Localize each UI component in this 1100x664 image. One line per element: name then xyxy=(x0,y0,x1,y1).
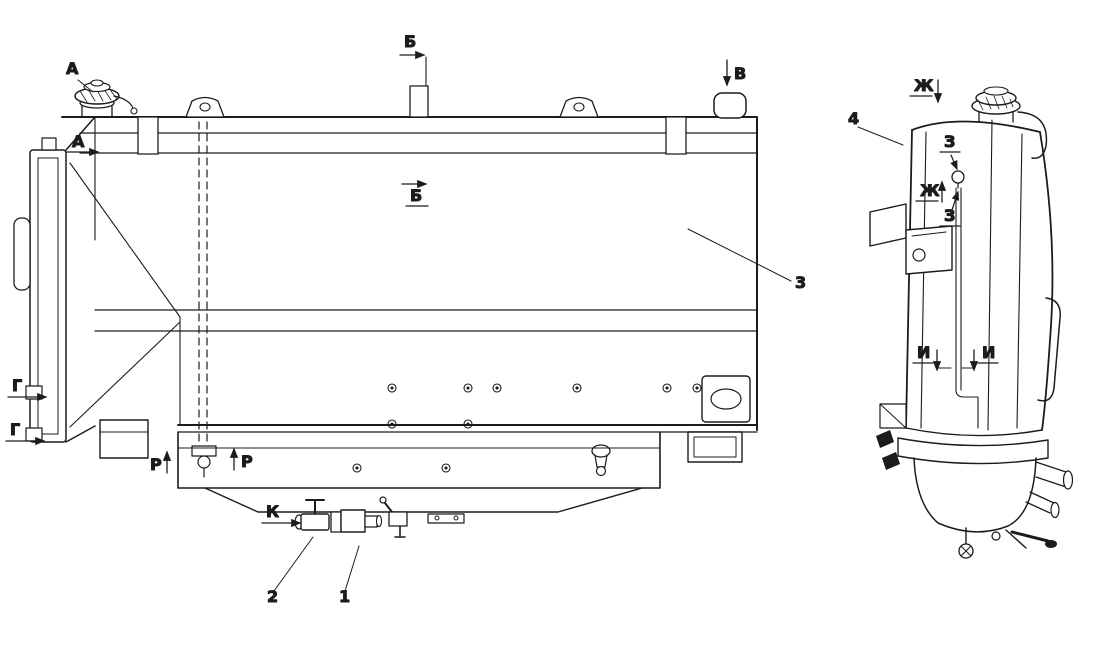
section-mark-g-lower: Г xyxy=(5,420,46,446)
filler-cap xyxy=(74,79,138,118)
section-mark-i-right: И xyxy=(961,343,999,372)
section-mark-zh-top: Ж xyxy=(909,76,943,104)
leader-part-2 xyxy=(273,536,314,592)
drain-valve-assembly xyxy=(204,487,643,538)
section-mark-a-side: А xyxy=(65,132,100,157)
section-label-g-lower: Г xyxy=(10,420,20,439)
section-label-z-upper: З xyxy=(944,132,955,151)
front-view-labels: А А Б Б В xyxy=(5,32,807,607)
underside-fasteners xyxy=(352,383,702,473)
section-mark-z-lower: З xyxy=(939,190,961,227)
side-brackets xyxy=(869,203,953,275)
section-label-a-top: А xyxy=(66,59,79,78)
tank-body-outline xyxy=(61,116,758,431)
part-number-2: 2 xyxy=(267,587,278,606)
side-view: Ж 4 З Ж З xyxy=(848,76,1074,559)
bottom-rail xyxy=(99,419,758,489)
section-mark-zh-mid: Ж xyxy=(915,180,947,203)
access-plate xyxy=(701,375,751,423)
arrow-z-upper xyxy=(950,154,958,171)
callout-part-3: 3 xyxy=(687,228,807,293)
side-tank-outline xyxy=(897,111,1061,533)
callout-part-2: 2 xyxy=(267,536,314,607)
fuel-level-indicator xyxy=(951,170,979,429)
leader-part-3 xyxy=(687,228,792,282)
leader-a-top xyxy=(77,79,94,93)
fuel-pickup-tube-dashed xyxy=(191,121,217,478)
section-label-zh-top: Ж xyxy=(914,76,934,95)
section-mark-k: К xyxy=(261,502,302,528)
end-panel xyxy=(13,116,96,443)
section-label-b-top: Б xyxy=(404,32,416,51)
section-mark-z-upper: З xyxy=(939,132,961,171)
section-mark-g-upper: Г xyxy=(7,376,48,402)
lifting-brackets xyxy=(185,96,599,118)
part-number-4: 4 xyxy=(848,109,859,128)
section-mark-r-right: Р xyxy=(229,447,254,472)
section-mark-r-left: Р xyxy=(150,450,172,475)
mounting-straps xyxy=(137,116,687,155)
part-number-3: 3 xyxy=(795,273,806,292)
arrow-z-lower xyxy=(951,190,960,211)
section-label-k: К xyxy=(266,502,279,521)
leader-part-4 xyxy=(857,126,904,146)
section-mark-a-top: А xyxy=(66,59,94,93)
section-mark-b-mid: Б xyxy=(401,179,429,207)
side-view-labels: Ж 4 З Ж З xyxy=(848,76,999,372)
section-mark-b-top: Б xyxy=(399,32,427,87)
section-label-r-left: Р xyxy=(150,455,162,474)
section-label-i-right: И xyxy=(982,343,995,362)
front-view: А А Б Б В xyxy=(5,32,807,607)
callout-part-4: 4 xyxy=(848,109,904,146)
side-fittings xyxy=(876,403,1074,559)
section-label-a-side: А xyxy=(72,132,85,151)
section-mark-v: В xyxy=(722,59,747,87)
breather-cap xyxy=(713,92,747,119)
section-label-i-left: И xyxy=(917,343,930,362)
section-label-zh-mid: Ж xyxy=(920,181,940,200)
vent-fitting xyxy=(409,85,429,118)
section-label-b-mid: Б xyxy=(410,186,422,205)
section-label-r-right: Р xyxy=(241,452,253,471)
part-number-1: 1 xyxy=(339,587,350,606)
section-mark-i-left: И xyxy=(912,343,952,372)
filler-cap-side xyxy=(971,86,1021,123)
drain-plug xyxy=(591,444,611,477)
section-label-z-lower: З xyxy=(944,206,955,225)
section-label-g-upper: Г xyxy=(12,376,22,395)
callout-part-1: 1 xyxy=(339,545,360,607)
leader-part-1 xyxy=(344,545,360,592)
section-label-v: В xyxy=(734,64,746,83)
